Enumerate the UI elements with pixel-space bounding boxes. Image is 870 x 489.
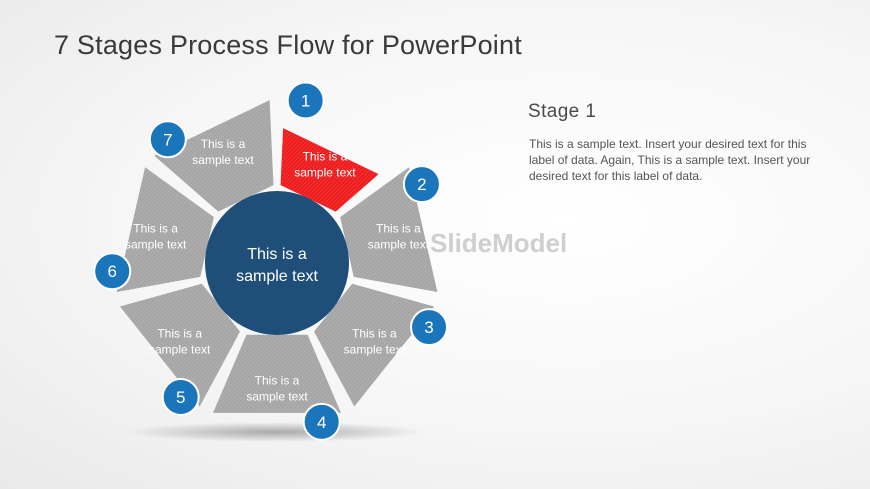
segment-6-label-line2: sample text (125, 237, 187, 251)
center-label-line1: This is a (247, 246, 307, 263)
stage-detail-heading: Stage 1 (528, 101, 597, 122)
segments-group (116, 100, 438, 413)
stage-badge-5-number: 5 (176, 388, 185, 407)
page-title: 7 Stages Process Flow for PowerPoint (54, 30, 522, 60)
segment-1-label-line1: This is a (303, 149, 348, 163)
center-label-line2: sample text (236, 268, 318, 285)
segment-4-label-line1: This is a (255, 374, 300, 388)
stage-badge-2-number: 2 (417, 175, 426, 194)
stage-badge-3 (410, 308, 449, 347)
segment-5-texture (119, 283, 241, 407)
stage-badge-5 (161, 377, 200, 416)
segment-3-texture (313, 283, 435, 407)
segment-4-texture (213, 334, 341, 413)
segment-6-label-line1: This is a (133, 221, 178, 235)
stage-badge-1 (286, 81, 325, 120)
wheel-shadow (126, 422, 426, 442)
center-circle (205, 191, 349, 335)
segment-7-label-line1: This is a (201, 137, 246, 151)
watermark-text: SlideModel (430, 228, 567, 258)
stage-detail-body: This is a sample text. Insert your desir… (529, 137, 811, 183)
segment-1-texture (280, 128, 379, 212)
stage-badge-4 (302, 402, 341, 441)
stage-badge-3-number: 3 (424, 318, 433, 337)
segment-4-label-line2: sample text (246, 390, 308, 404)
badges-group: 1 2 3 4 5 6 7 (93, 81, 449, 441)
segment-1-label-line2: sample text (294, 165, 356, 179)
segment-6-texture (116, 167, 214, 293)
segment-3-label-line1: This is a (352, 327, 397, 341)
stage-badge-7 (148, 120, 187, 159)
stage-badge-7-number: 7 (163, 130, 172, 149)
segment-7-texture (154, 100, 274, 212)
segment-2-label-line2: sample text (368, 237, 430, 251)
segment-5-label-line2: sample text (149, 343, 211, 357)
stage-badge-2 (402, 165, 441, 204)
stage-badge-6 (93, 252, 132, 291)
stage-badge-1-number: 1 (301, 92, 310, 111)
stage-badge-6-number: 6 (107, 262, 116, 281)
segment-3-label-line2: sample text (344, 343, 406, 357)
stage-badge-4-number: 4 (317, 413, 326, 432)
segment-7-label-line2: sample text (192, 153, 254, 167)
segment-2-label-line1: This is a (376, 221, 421, 235)
segment-5-label-line1: This is a (157, 327, 202, 341)
